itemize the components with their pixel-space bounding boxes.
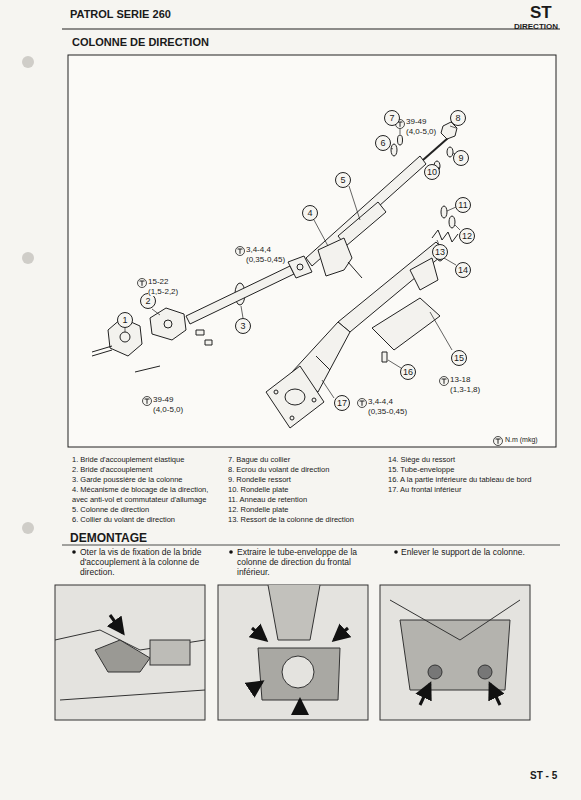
callout-number: 9 [458, 154, 463, 163]
parts-list-column: 1. Bride d'accouplement élastique2. Brid… [72, 455, 222, 525]
callout-circle: 3 [235, 318, 251, 334]
parts-list-item: 17. Au frontal inférieur [388, 485, 553, 495]
torque-value-mkg: (0,35-0,45) [368, 407, 407, 416]
torque-value-mkg: (0,35-0,45) [246, 255, 285, 264]
parts-list-item: 12. Rondelle plate [228, 505, 383, 515]
callout-number: 16 [403, 368, 413, 377]
callout-circle: 15 [451, 350, 467, 366]
callout-number: 13 [435, 248, 445, 257]
callout-number: 1 [122, 316, 127, 325]
section-title: COLONNE DE DIRECTION [72, 36, 209, 49]
callout-circle: 9 [453, 150, 469, 166]
callout-circle: 6 [375, 135, 391, 151]
callout-circle: 16 [400, 364, 416, 380]
parts-list-column: 14. Siège du ressort15. Tube-enveloppe16… [388, 455, 553, 495]
parts-list-item: 8. Ecrou du volant de direction [228, 465, 383, 475]
parts-list-item: 15. Tube-enveloppe [388, 465, 553, 475]
torque-value-mkg: (4,0-5,0) [153, 405, 183, 414]
parts-list-item: 6. Collier du volant de direction [72, 515, 222, 525]
page-number: ST - 5 [530, 770, 557, 782]
torque-value-mkg: (1,5-2,2) [148, 287, 178, 296]
callout-number: 15 [454, 354, 464, 363]
callout-number: 5 [340, 176, 345, 185]
torque-value-mkg: (4,0-5,0) [406, 127, 436, 136]
callout-number: 4 [307, 209, 312, 218]
parts-list-item: 10. Rondelle plate [228, 485, 383, 495]
parts-list-item: 9. Rondelle ressort [228, 475, 383, 485]
torque-value: 15-22 [148, 277, 168, 286]
callout-number: 7 [389, 114, 394, 123]
callout-circle: 1 [117, 312, 133, 328]
callout-number: 11 [458, 201, 467, 210]
instruction-text: Oter la vis de fixation de la bride d'ac… [80, 548, 215, 577]
parts-list-item: 2. Bride d'accouplement [72, 465, 222, 475]
torque-value: 39-49 [153, 395, 173, 404]
callout-number: 3 [240, 322, 245, 331]
parts-list-item: 7. Bague du collier [228, 455, 383, 465]
callout-circle: 7 [384, 110, 400, 126]
header-section: ST [530, 3, 552, 23]
parts-list-item: 16. A la partie inférieure du tableau de… [388, 475, 553, 485]
header-section-name: DIRECTION [514, 22, 558, 31]
parts-list-item: 11. Anneau de retention [228, 495, 383, 505]
torque-value: 13-18 [450, 375, 470, 384]
parts-list-column: 7. Bague du collier8. Ecrou du volant de… [228, 455, 383, 525]
callout-number: 6 [380, 139, 385, 148]
parts-list-item: 14. Siège du ressort [388, 455, 553, 465]
callout-circle: 5 [335, 172, 351, 188]
unit-legend: N.m (mkg) [505, 436, 538, 444]
instruction-text: Enlever le support de la colonne. [401, 548, 539, 558]
callout-circle: 11 [455, 197, 471, 213]
callout-number: 8 [455, 114, 460, 123]
parts-list-item: 5. Colonne de direction [72, 505, 222, 515]
callout-circle: 8 [450, 110, 466, 126]
section-heading: DEMONTAGE [70, 532, 147, 546]
parts-list-item: 13. Ressort de la colonne de direction [228, 515, 383, 525]
instruction-text: Extraire le tube-enveloppe de la colonne… [237, 548, 375, 577]
callout-number: 14 [458, 266, 468, 275]
header-model: PATROL SERIE 260 [70, 8, 171, 21]
callout-number: 12 [462, 232, 472, 241]
callout-circle: 13 [432, 244, 448, 260]
callout-circle: 17 [334, 395, 350, 411]
callout-number: 17 [337, 399, 347, 408]
parts-list-item: 4. Mécanisme de blocage de la direction,… [72, 485, 222, 505]
callout-circle: 4 [302, 205, 318, 221]
callout-circle: 14 [455, 262, 471, 278]
callout-circle: 10 [424, 164, 440, 180]
callout-number: 2 [145, 297, 150, 306]
torque-value: 39-49 [406, 117, 426, 126]
torque-value: 3,4-4,4 [246, 245, 271, 254]
torque-value-mkg: (1,3-1,8) [450, 385, 480, 394]
parts-list-item: 1. Bride d'accouplement élastique [72, 455, 222, 465]
torque-value: 3,4-4,4 [368, 397, 393, 406]
parts-list-item: 3. Garde poussière de la colonne [72, 475, 222, 485]
callout-number: 10 [427, 168, 437, 177]
callout-circle: 12 [459, 228, 475, 244]
